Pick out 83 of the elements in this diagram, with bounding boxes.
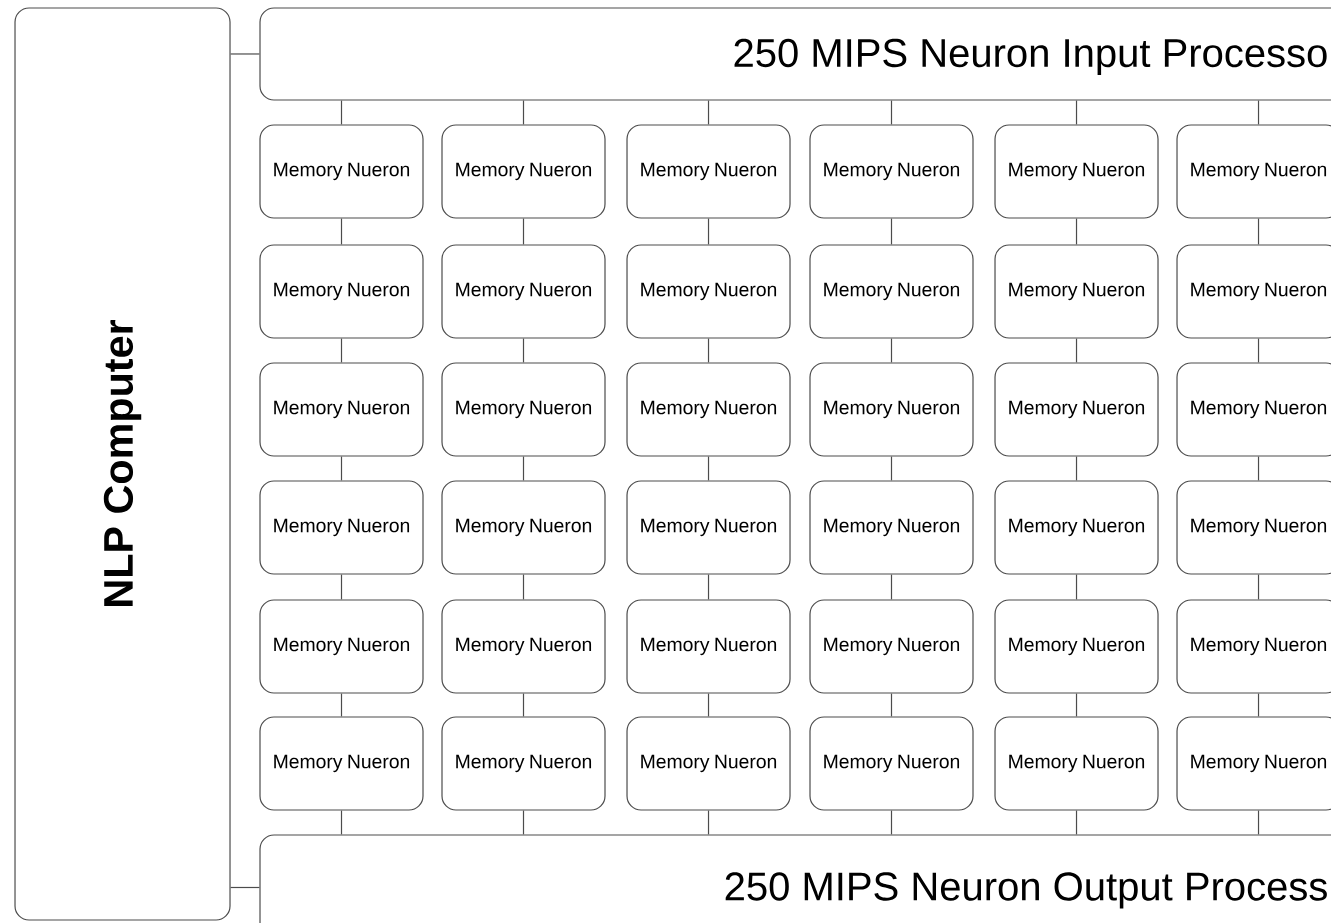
- neuron-box: Memory Nueron: [1176, 716, 1331, 811]
- connector-line: [707, 810, 710, 835]
- connector-line: [522, 456, 525, 481]
- neuron-box: Memory Nueron: [1176, 244, 1331, 339]
- neuron-box: Memory Nueron: [441, 716, 606, 811]
- neuron-box: Memory Nueron: [1176, 480, 1331, 575]
- connector-line: [1075, 218, 1078, 245]
- connector-line: [1257, 218, 1260, 245]
- neuron-box: Memory Nueron: [259, 716, 424, 811]
- connector-line: [340, 574, 343, 600]
- connector-line: [340, 218, 343, 245]
- neuron-box: Memory Nueron: [626, 362, 791, 457]
- connector-line: [1257, 456, 1260, 481]
- neuron-box: Memory Nueron: [626, 244, 791, 339]
- connector-line: [340, 100, 343, 125]
- connector-line: [890, 100, 893, 125]
- connector-line: [230, 53, 260, 55]
- connector-line: [522, 693, 525, 717]
- connector-line: [340, 693, 343, 717]
- neuron-box: Memory Nueron: [626, 124, 791, 219]
- connector-line: [707, 100, 710, 125]
- neuron-box: Memory Nueron: [441, 244, 606, 339]
- connector-line: [522, 100, 525, 125]
- connector-line: [1257, 338, 1260, 363]
- neuron-box: Memory Nueron: [626, 599, 791, 694]
- connector-line: [1257, 100, 1260, 125]
- connector-line: [1075, 456, 1078, 481]
- neuron-box: Memory Nueron: [994, 716, 1159, 811]
- neuron-box: Memory Nueron: [809, 716, 974, 811]
- connector-line: [340, 810, 343, 835]
- connector-line: [1257, 810, 1260, 835]
- connector-line: [522, 810, 525, 835]
- neuron-box: Memory Nueron: [994, 124, 1159, 219]
- connector-line: [707, 693, 710, 717]
- connector-line: [1075, 100, 1078, 125]
- side-box: NLP Computer: [14, 7, 231, 921]
- connector-line: [1075, 693, 1078, 717]
- connector-line: [707, 338, 710, 363]
- connector-line: [890, 338, 893, 363]
- neuron-box: Memory Nueron: [441, 599, 606, 694]
- connector-line: [522, 338, 525, 363]
- processor-bar: 250 MIPS Neuron Input Processo: [259, 7, 1331, 101]
- connector-line: [707, 218, 710, 245]
- processor-bar: 250 MIPS Neuron Output Process: [259, 834, 1331, 923]
- connector-line: [340, 338, 343, 363]
- connector-line: [890, 218, 893, 245]
- connector-line: [1257, 574, 1260, 600]
- neuron-box: Memory Nueron: [259, 599, 424, 694]
- neuron-box: Memory Nueron: [441, 362, 606, 457]
- neuron-box: Memory Nueron: [809, 599, 974, 694]
- connector-line: [890, 810, 893, 835]
- neuron-box: Memory Nueron: [1176, 599, 1331, 694]
- neuron-box: Memory Nueron: [809, 244, 974, 339]
- neuron-box: Memory Nueron: [809, 124, 974, 219]
- connector-line: [707, 456, 710, 481]
- connector-line: [522, 574, 525, 600]
- neuron-box: Memory Nueron: [994, 244, 1159, 339]
- neuron-box: Memory Nueron: [626, 716, 791, 811]
- neuron-box: Memory Nueron: [626, 480, 791, 575]
- connector-line: [890, 574, 893, 600]
- connector-line: [890, 693, 893, 717]
- connector-line: [340, 456, 343, 481]
- neuron-box: Memory Nueron: [259, 480, 424, 575]
- neuron-box: Memory Nueron: [259, 124, 424, 219]
- neuron-box: Memory Nueron: [809, 480, 974, 575]
- connector-line: [1075, 338, 1078, 363]
- neuron-box: Memory Nueron: [994, 362, 1159, 457]
- connector-line: [707, 574, 710, 600]
- connector-line: [890, 456, 893, 481]
- neuron-box: Memory Nueron: [1176, 124, 1331, 219]
- neuron-box: Memory Nueron: [259, 244, 424, 339]
- connector-line: [1075, 810, 1078, 835]
- neuron-box: Memory Nueron: [994, 599, 1159, 694]
- neuron-box: Memory Nueron: [994, 480, 1159, 575]
- neuron-box: Memory Nueron: [259, 362, 424, 457]
- connector-line: [1257, 693, 1260, 717]
- connector-line: [522, 218, 525, 245]
- neuron-box: Memory Nueron: [809, 362, 974, 457]
- neuron-box: Memory Nueron: [441, 124, 606, 219]
- connector-line: [230, 886, 260, 889]
- neuron-box: Memory Nueron: [441, 480, 606, 575]
- connector-line: [1075, 574, 1078, 600]
- neuron-box: Memory Nueron: [1176, 362, 1331, 457]
